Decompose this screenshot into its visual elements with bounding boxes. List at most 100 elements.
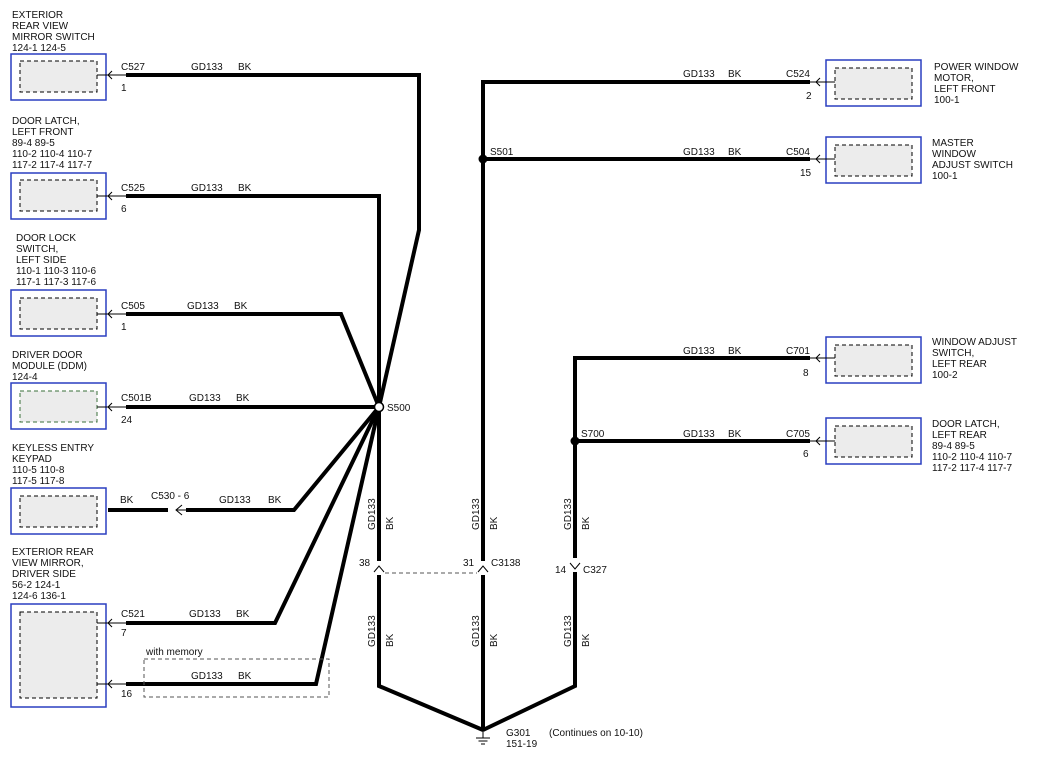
- component-inner: [19, 495, 98, 528]
- connector-label-c504: C504: [786, 147, 810, 158]
- component-power-window-motor-left-front: POWER WINDOW MOTOR, LEFT FRONT 100-1: [825, 59, 1019, 107]
- component-label-line: LEFT REAR: [932, 430, 987, 441]
- wire-c701: [482, 356, 810, 732]
- component-label-line: MASTER: [932, 138, 974, 149]
- wire-circuit-label: GD133: [191, 183, 223, 194]
- ground-symbol: [476, 730, 490, 745]
- component-label-line: 117-1 117-3 117-6: [16, 277, 96, 288]
- wire-color-label: BK: [728, 429, 742, 440]
- component-label-line: VIEW MIRROR,: [12, 558, 84, 569]
- connector-label-c521: C521: [121, 609, 145, 620]
- component-label-line: 89-4 89-5: [932, 441, 975, 452]
- connector-pin-c701: 8: [803, 368, 809, 379]
- component-inner: [19, 60, 98, 93]
- component-inner: [834, 144, 913, 177]
- with-memory-label: with memory: [145, 647, 203, 658]
- wire-color-label: BK: [238, 671, 252, 682]
- wire-circuit-label: GD133: [563, 498, 574, 530]
- component-inner: [834, 344, 913, 377]
- wire-circuit-label: GD133: [471, 498, 482, 530]
- connector-pin-c505: 1: [121, 322, 127, 333]
- connector-label-c525: C525: [121, 183, 145, 194]
- component-label-line: WINDOW ADJUST: [932, 337, 1017, 348]
- wire-c521-7: [126, 406, 381, 625]
- wire-circuit-label: GD133: [683, 346, 715, 357]
- wire-circuit-label: GD133: [563, 615, 574, 647]
- component-label-line: LEFT FRONT: [934, 84, 995, 95]
- wire-circuit-label: GD133: [367, 615, 378, 647]
- wire-c527: [126, 73, 421, 408]
- connector-c327-symbol: [569, 558, 581, 572]
- wire-color-label: BK: [238, 62, 252, 73]
- component-label-line: 100-1: [932, 171, 958, 182]
- wire-c521-16: [126, 406, 381, 686]
- wire-labels-horizontal: GD133 BK GD133 BK GD133 BK GD133 BK BK G…: [120, 62, 742, 682]
- component-keyless-entry-keypad: KEYLESS ENTRY KEYPAD 110-5 110-8 117-5 1…: [10, 443, 107, 535]
- component-driver-door-module: DRIVER DOOR MODULE (DDM) 124-4: [10, 350, 107, 430]
- wire-color-label: BK: [236, 393, 250, 404]
- component-label-line: EXTERIOR: [12, 10, 63, 21]
- component-door-lock-switch-left-side: DOOR LOCK SWITCH, LEFT SIDE 110-1 110-3 …: [10, 233, 107, 337]
- connector-label-c701: C701: [786, 346, 810, 357]
- connector-label-c501b: C501B: [121, 393, 152, 404]
- component-door-latch-left-front: DOOR LATCH, LEFT FRONT 89-4 89-5 110-2 1…: [10, 116, 107, 220]
- component-label-line: DOOR LATCH,: [932, 419, 1000, 430]
- connector-pin-c521-7: 7: [121, 628, 127, 639]
- component-label-line: LEFT REAR: [932, 359, 987, 370]
- wire-s500-down: [377, 407, 484, 732]
- wire-circuit-label: GD133: [683, 429, 715, 440]
- wire-circuit-label: GD133: [191, 671, 223, 682]
- wire-color-label: BK: [385, 516, 396, 530]
- connector-pin-c525: 6: [121, 204, 127, 215]
- wire-color-label: BK: [234, 301, 248, 312]
- component-inner: [19, 297, 98, 330]
- splice-s700[interactable]: [570, 436, 580, 446]
- wire-labels-vertical: GD133 BK GD133 BK GD133 BK GD133 BK GD13…: [367, 498, 592, 647]
- wire-color-label: BK: [238, 183, 252, 194]
- wire-color-label: BK: [728, 346, 742, 357]
- connector-label-c705: C705: [786, 429, 810, 440]
- component-inner: [19, 390, 98, 423]
- splice-s500[interactable]: [373, 401, 385, 413]
- component-label-line: REAR VIEW: [12, 21, 69, 32]
- splice-s501[interactable]: [478, 154, 488, 164]
- component-label-line: DOOR LATCH,: [12, 116, 80, 127]
- wire-color-label: BK: [120, 495, 134, 506]
- wire-color-label: BK: [489, 516, 500, 530]
- connector-pin-c527: 1: [121, 83, 127, 94]
- splice-label-s501: S501: [490, 147, 514, 158]
- component-label-line: EXTERIOR REAR: [12, 547, 94, 558]
- wire-c505: [126, 312, 381, 408]
- component-label-line: KEYPAD: [12, 454, 52, 465]
- wire-circuit-label: GD133: [219, 495, 251, 506]
- connector-arrows-left: [107, 70, 126, 689]
- component-label-line: 124-6 136-1: [12, 591, 66, 602]
- connector-label-c505: C505: [121, 301, 145, 312]
- connector-pin-c504: 15: [800, 168, 812, 179]
- connector-pin-c3138-31: 31: [463, 558, 475, 569]
- ground-ref: 151-19: [506, 739, 538, 750]
- component-label-line: MOTOR,: [934, 73, 974, 84]
- connector-label-c524: C524: [786, 69, 810, 80]
- wire-c524: [481, 80, 810, 730]
- component-label-line: 100-2: [932, 370, 958, 381]
- connector-label-c3138: C3138: [491, 558, 521, 569]
- connector-label-c327: C327: [583, 565, 607, 576]
- wire-color-label: BK: [728, 147, 742, 158]
- component-label-line: 117-2 117-4 117-7: [12, 160, 92, 171]
- component-label-line: SWITCH,: [932, 348, 974, 359]
- component-label-line: LEFT SIDE: [16, 255, 67, 266]
- connector-arrows-right: [810, 77, 826, 446]
- component-label-line: DRIVER SIDE: [12, 569, 76, 580]
- wire-circuit-label: GD133: [683, 147, 715, 158]
- component-label-line: WINDOW: [932, 149, 976, 160]
- component-label-line: 124-1 124-5: [12, 43, 66, 54]
- component-label-line: SWITCH,: [16, 244, 58, 255]
- component-label-line: DOOR LOCK: [16, 233, 76, 244]
- connector-pin-c327: 14: [555, 565, 567, 576]
- component-label-line: POWER WINDOW: [934, 62, 1019, 73]
- connector-c530-symbol: [175, 504, 186, 516]
- with-memory-box: [143, 658, 330, 698]
- component-label-line: MIRROR SWITCH: [12, 32, 95, 43]
